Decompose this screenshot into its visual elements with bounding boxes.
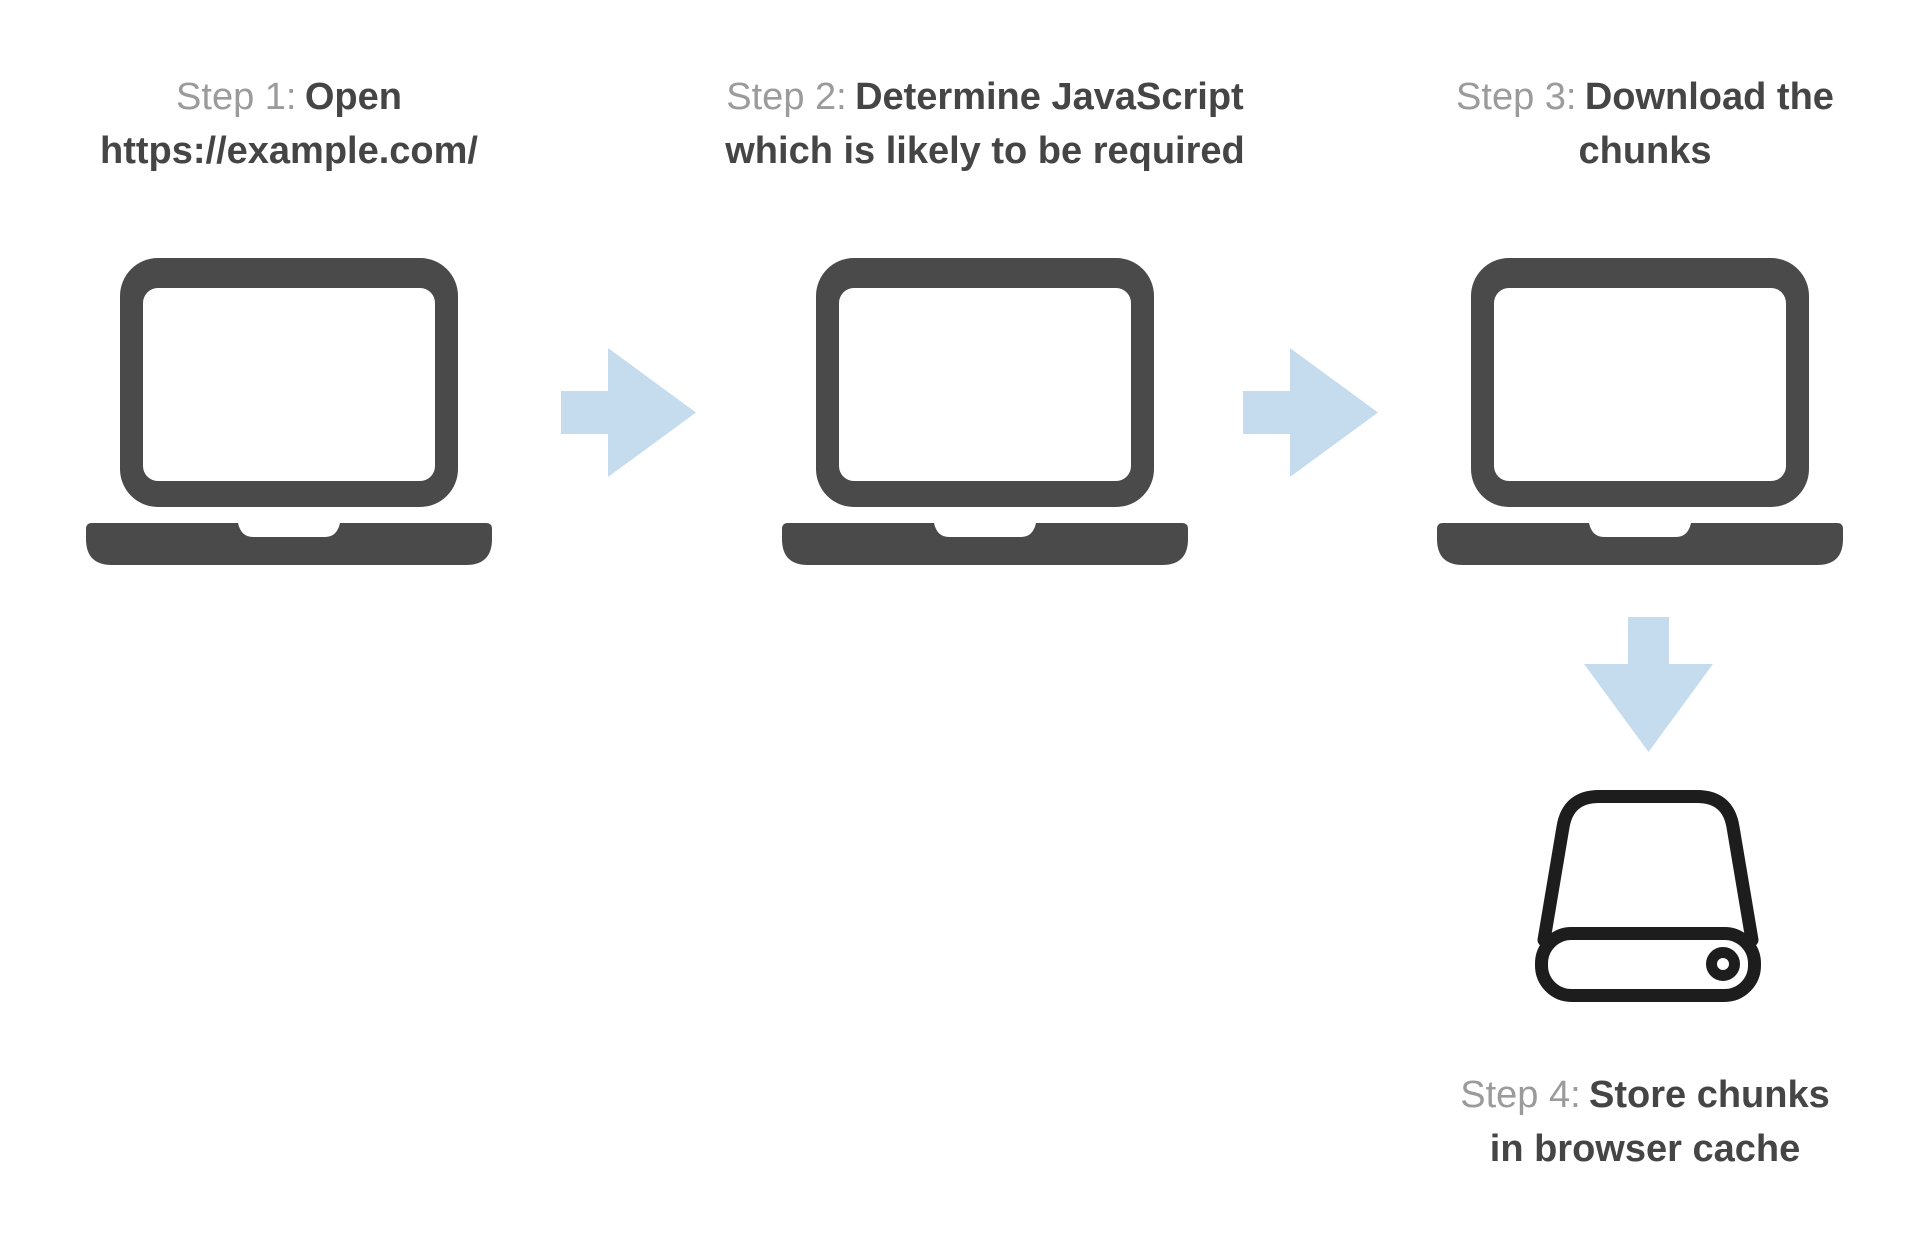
step-2-prefix: Step 2: [726, 76, 847, 118]
step-4-prefix: Step 4: [1460, 1074, 1581, 1116]
step-3-prefix: Step 3: [1456, 76, 1577, 118]
step-3-line-2: chunks [1578, 130, 1712, 172]
laptop-icon [86, 258, 492, 565]
arrow-right-icon [1243, 348, 1378, 477]
step-4-line-2: in browser cache [1489, 1128, 1801, 1170]
step-1-line-2: https://example.com/ [100, 130, 478, 172]
step-3-label: Step 3:Download the chunks [1295, 70, 1916, 178]
step-3-title: Download the [1584, 76, 1834, 118]
laptop-icon [1437, 258, 1843, 565]
step-4-title: Store chunks [1589, 1074, 1830, 1116]
laptop-icon [782, 258, 1188, 565]
step-2-title: Determine JavaScript [855, 76, 1244, 118]
arrow-right-icon [561, 348, 696, 477]
hard-drive-icon [1528, 790, 1768, 1002]
step-1-line-1: Step 1:Open [0, 70, 639, 124]
step-2-line-1: Step 2:Determine JavaScript [635, 70, 1335, 124]
step-1-prefix: Step 1: [176, 76, 297, 118]
step-2-line-2: which is likely to be required [725, 130, 1245, 172]
step-2-label: Step 2:Determine JavaScript which is lik… [635, 70, 1335, 178]
step-4-label: Step 4:Store chunks in browser cache [1295, 1068, 1916, 1176]
arrow-down-icon [1584, 617, 1713, 752]
step-1-label: Step 1:Open https://example.com/ [0, 70, 639, 178]
step-3-line-1: Step 3:Download the [1295, 70, 1916, 124]
step-1-title: Open [304, 76, 402, 118]
step-4-line-1: Step 4:Store chunks [1295, 1068, 1916, 1122]
